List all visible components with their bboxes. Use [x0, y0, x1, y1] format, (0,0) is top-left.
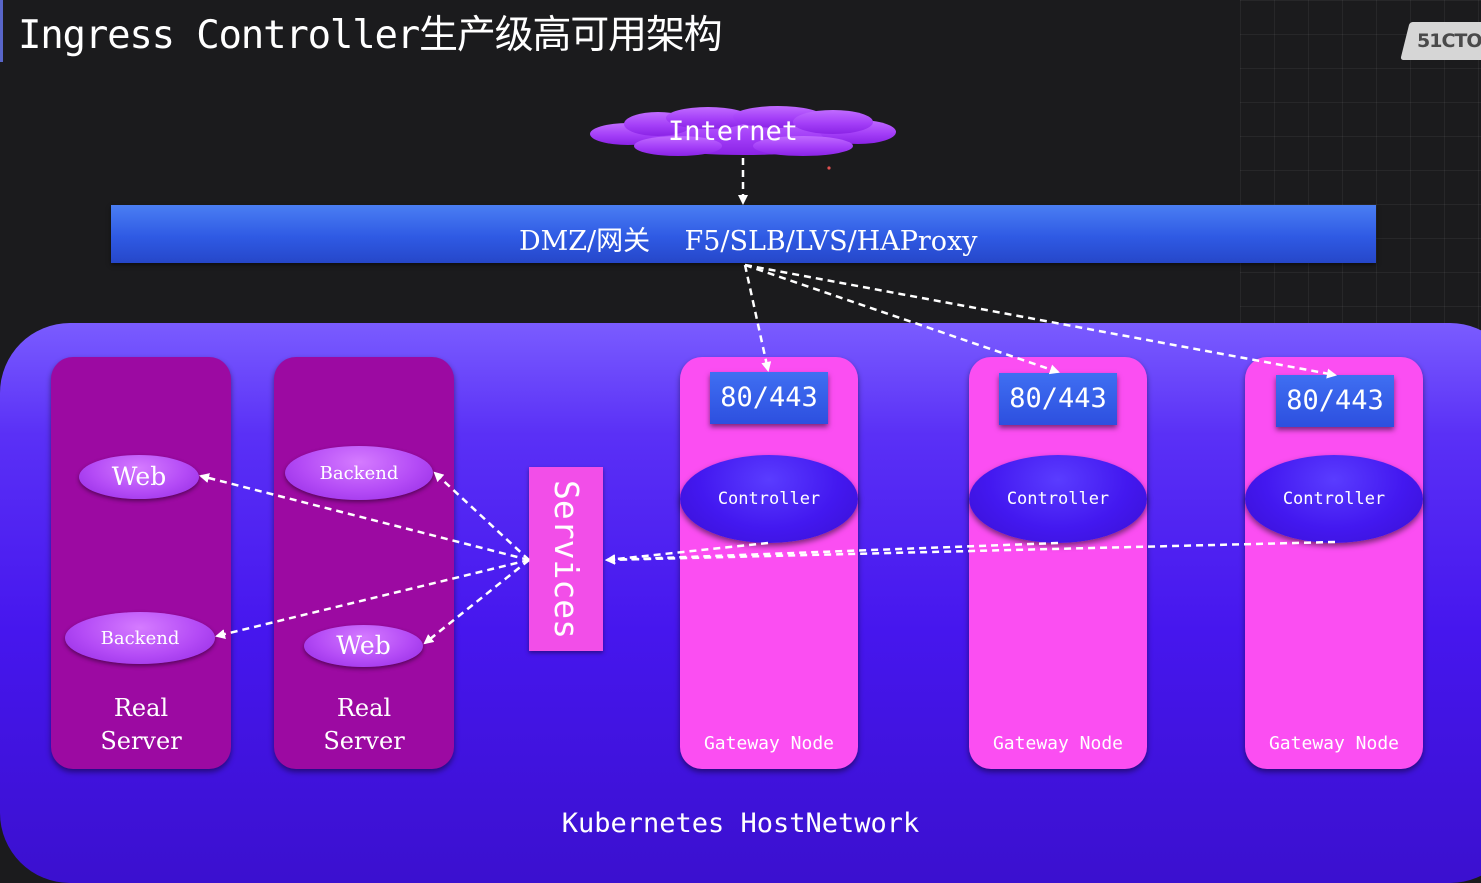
- controller-label: Controller: [1006, 489, 1110, 509]
- title-accent-bar: [0, 0, 3, 62]
- port-box: [999, 373, 1117, 425]
- gateway-node-2: [969, 357, 1147, 769]
- backend-app-label: Backend: [319, 463, 399, 484]
- controller-ellipse: [680, 455, 858, 543]
- gateway-node-label: Gateway Node: [1268, 733, 1400, 754]
- port-label: 80/443: [720, 382, 818, 413]
- internet-label: Internet: [667, 116, 799, 147]
- real-server-1: [51, 357, 231, 769]
- page-title: Ingress Controller生产级高可用架构: [18, 13, 723, 58]
- backend-app-label: Backend: [100, 628, 180, 649]
- services-label: Services: [547, 479, 586, 639]
- port-box: [1276, 375, 1394, 427]
- kubernetes-hostnetwork-label: Kubernetes HostNetwork: [561, 808, 920, 839]
- real-server-label-line2: Server: [100, 727, 182, 755]
- gateway-node-1: [680, 357, 858, 769]
- real-server-label-line2: Server: [323, 727, 405, 755]
- watermark-text: 51CTO: [1417, 30, 1481, 52]
- port-label: 80/443: [1286, 385, 1384, 416]
- real-server-label-line1: Real: [113, 694, 169, 722]
- gateway-node-label: Gateway Node: [703, 733, 835, 754]
- controller-label: Controller: [1282, 489, 1386, 509]
- red-dot-marker: [827, 166, 831, 170]
- port-label: 80/443: [1009, 383, 1107, 414]
- dmz-label: DMZ/网关 F5/SLB/LVS/HAProxy: [519, 226, 978, 257]
- cloud-icon: [590, 106, 896, 156]
- controller-ellipse: [969, 455, 1147, 543]
- gateway-node-label: Gateway Node: [992, 733, 1124, 754]
- real-server-label-line1: Real: [336, 694, 392, 722]
- web-app-label: Web: [111, 462, 167, 491]
- services-box: [529, 467, 603, 651]
- backend-app-pill: [65, 612, 215, 664]
- web-app-pill: [79, 455, 199, 499]
- web-app-label: Web: [336, 631, 391, 660]
- controller-label: Controller: [717, 489, 821, 509]
- watermark-badge: 51CTO: [1400, 22, 1481, 60]
- port-box: [710, 372, 828, 424]
- dmz-load-balancer-bar: [111, 205, 1376, 263]
- controller-ellipse: [1245, 455, 1423, 543]
